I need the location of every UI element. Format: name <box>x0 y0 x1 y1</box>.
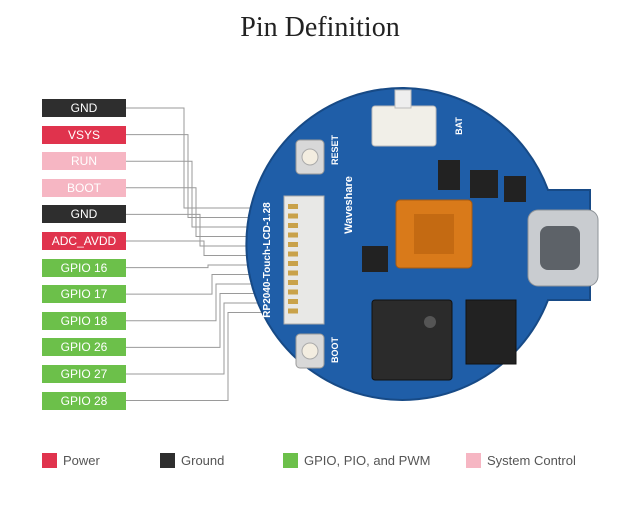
legend-label: Ground <box>181 452 225 468</box>
leader-line <box>126 274 284 295</box>
battery-connector <box>371 105 437 147</box>
flash-chip <box>465 299 517 365</box>
pin-label: GPIO 18 <box>42 311 126 330</box>
legend-swatch <box>42 452 57 468</box>
pin-label: GND <box>42 205 126 224</box>
pin-label: BOOT <box>42 178 126 197</box>
leader-line <box>126 134 284 218</box>
connector-pin <box>288 251 298 257</box>
bat-label: BAT <box>454 117 464 135</box>
connector-pin <box>288 213 298 219</box>
connector-pin <box>288 270 298 276</box>
leader-line <box>126 283 284 322</box>
leader-line <box>126 107 284 209</box>
legend-label: GPIO, PIO, and PWM <box>304 452 431 468</box>
connector-pin <box>288 299 298 304</box>
connector-pin <box>288 232 298 238</box>
pin-label: RUN <box>42 152 126 171</box>
pin-label: GPIO 17 <box>42 285 126 304</box>
boot-label: BOOT <box>330 336 340 363</box>
brand-text: Waveshare <box>343 176 355 234</box>
connector-pin <box>288 289 298 295</box>
reset-label: RESET <box>330 134 340 165</box>
pin-label: GND <box>42 99 126 117</box>
board-model-text: RP2040-Touch-LCD-1.28 <box>262 202 273 318</box>
leader-lines <box>126 107 284 402</box>
leader-line <box>126 240 284 256</box>
legend-gpio: GPIO, PIO, and PWM <box>283 452 430 468</box>
legend-system-control: System Control <box>466 452 576 468</box>
connector-pin <box>288 242 298 247</box>
leader-line <box>126 160 284 228</box>
leader-line <box>126 213 284 247</box>
leader-line <box>126 312 284 402</box>
rp2040-chip <box>371 299 453 381</box>
legend-power: Power <box>42 452 100 468</box>
legend-swatch <box>466 452 481 468</box>
pin-list: GND VSYS RUN BOOT GND ADC_AVDD GPIO 16 G… <box>42 99 126 418</box>
legend-label: System Control <box>487 452 576 468</box>
ic-small <box>362 246 388 272</box>
legend-swatch <box>283 452 298 468</box>
pin-label: GPIO 28 <box>42 391 126 410</box>
connector-pin <box>288 204 298 209</box>
pin-label: GPIO 26 <box>42 338 126 357</box>
pin-label: ADC_AVDD <box>42 231 126 250</box>
leader-line <box>126 187 284 237</box>
pin-label: GPIO 27 <box>42 364 126 383</box>
leader-line <box>126 264 284 269</box>
leader-line <box>126 302 284 375</box>
pin-label: VSYS <box>42 125 126 144</box>
connector-pin <box>288 223 298 228</box>
legend-swatch <box>160 452 175 468</box>
page-title: Pin Definition <box>240 12 400 43</box>
legend-ground: Ground <box>160 452 224 468</box>
pin-label: GPIO 16 <box>42 258 126 277</box>
connector-pin <box>288 308 298 314</box>
leader-line <box>126 293 284 348</box>
legend-label: Power <box>63 452 100 468</box>
connector-pin <box>288 280 298 285</box>
connector-pin <box>288 261 298 266</box>
